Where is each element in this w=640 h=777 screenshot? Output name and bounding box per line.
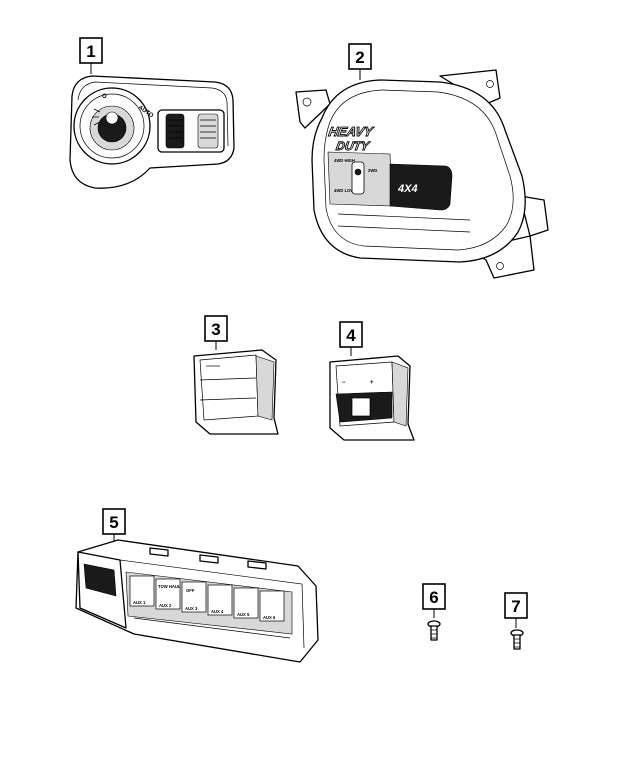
off-label: O <box>102 94 107 100</box>
callout-2[interactable]: 2 <box>348 43 372 80</box>
aux-label-4: AUX 4 <box>211 609 224 614</box>
callout-1[interactable]: 1 <box>79 37 103 74</box>
rocker-switch: − + <box>329 355 415 441</box>
callout-3[interactable]: 3 <box>204 315 228 350</box>
callout-6-label: 6 <box>429 588 438 607</box>
callout-4-label: 4 <box>346 326 356 345</box>
aux-switch-2 <box>155 578 181 610</box>
mode-indicator-icon <box>354 168 362 176</box>
4x4-label: 4X4 <box>397 183 418 195</box>
aux-switch-4 <box>207 584 233 616</box>
dimmer-wheel <box>165 113 185 149</box>
aux-label-3: AUX 3 <box>185 606 198 611</box>
callout-5-label: 5 <box>109 513 118 532</box>
esc-off-label: OFF <box>186 588 195 593</box>
blank-switch-cover <box>193 349 279 435</box>
callout-6[interactable]: 6 <box>422 583 446 618</box>
aux-switch-bank: TOW HAUL OFF AUX 1 AUX 2 AUX 3 AUX 4 AUX… <box>75 539 319 663</box>
callout-5[interactable]: 5 <box>102 508 126 545</box>
heavy-logo: HEAVY <box>327 124 375 139</box>
aux-switch-3 <box>181 581 207 613</box>
mode-selector <box>351 161 365 195</box>
rocker-center <box>351 397 371 417</box>
aux-switch-5 <box>233 587 259 619</box>
headlamp-icon <box>105 111 119 125</box>
aux-switch-1 <box>129 575 155 607</box>
minus-icon: − <box>342 380 346 386</box>
aux-label-5: AUX 5 <box>237 612 250 617</box>
aux-label-2: AUX 2 <box>159 603 172 608</box>
screw-6 <box>427 620 441 641</box>
mode-4wd-low: 4WD LOW <box>334 188 354 193</box>
headlamp-switch: O AUTO <box>69 75 235 189</box>
aux-label-1: AUX 1 <box>133 600 146 605</box>
tow-haul-label: TOW HAUL <box>158 584 181 589</box>
plus-icon: + <box>370 380 374 386</box>
beam-icon <box>92 108 101 126</box>
aux-switch-6 <box>259 590 285 622</box>
callout-3-label: 3 <box>211 320 220 339</box>
screw-7 <box>510 629 524 650</box>
callout-2-label: 2 <box>355 48 364 67</box>
aux-switch-row: TOW HAUL OFF AUX 1 AUX 2 AUX 3 AUX 4 AUX… <box>129 575 285 622</box>
mode-2wd: 2WD <box>368 168 377 173</box>
callout-4[interactable]: 4 <box>339 321 363 356</box>
callout-1-label: 1 <box>86 42 95 61</box>
duty-logo: DUTY <box>335 139 371 153</box>
callout-7-label: 7 <box>511 597 520 616</box>
aux-label-6: AUX 6 <box>263 615 276 620</box>
callout-7[interactable]: 7 <box>504 592 528 628</box>
mode-4wd-high: 4WD HIGH <box>334 158 355 163</box>
4x4-button <box>389 163 453 211</box>
fog-wheel <box>197 113 219 149</box>
transfer-case-switch: HEAVY DUTY 4X4 4WD HIGH 2WD 4WD LOW <box>295 69 549 279</box>
